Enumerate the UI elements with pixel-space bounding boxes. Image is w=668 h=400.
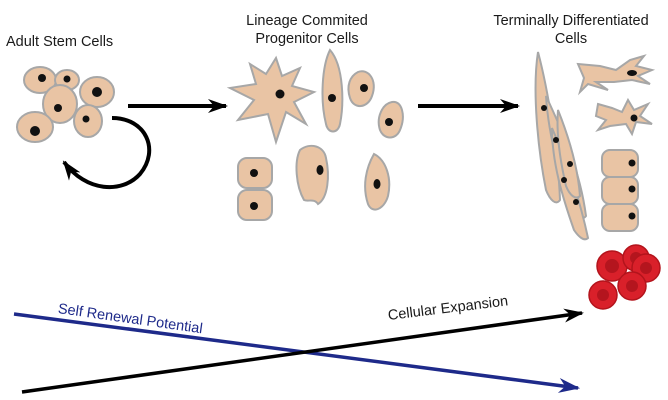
neuron-like-cells [576, 54, 656, 137]
cellular-expansion-arrow [21, 308, 584, 394]
terminally-differentiated-label: Terminally Differentiated Cells [493, 13, 649, 48]
muscle-fiber-cells [534, 51, 590, 241]
epithelial-cell-stack [601, 149, 639, 232]
adult-stem-cells-label: Adult Stem Cells [6, 34, 114, 50]
adult-stem-cell-cluster [16, 66, 115, 143]
red-blood-cells [588, 244, 661, 310]
self-renewal-loop-arrow [62, 116, 152, 190]
progenitor-cells-label: Lineage Commited Progenitor Cells [246, 13, 368, 48]
progenitor-cell-group [226, 48, 404, 221]
self-renewal-potential-arrow [13, 312, 581, 393]
